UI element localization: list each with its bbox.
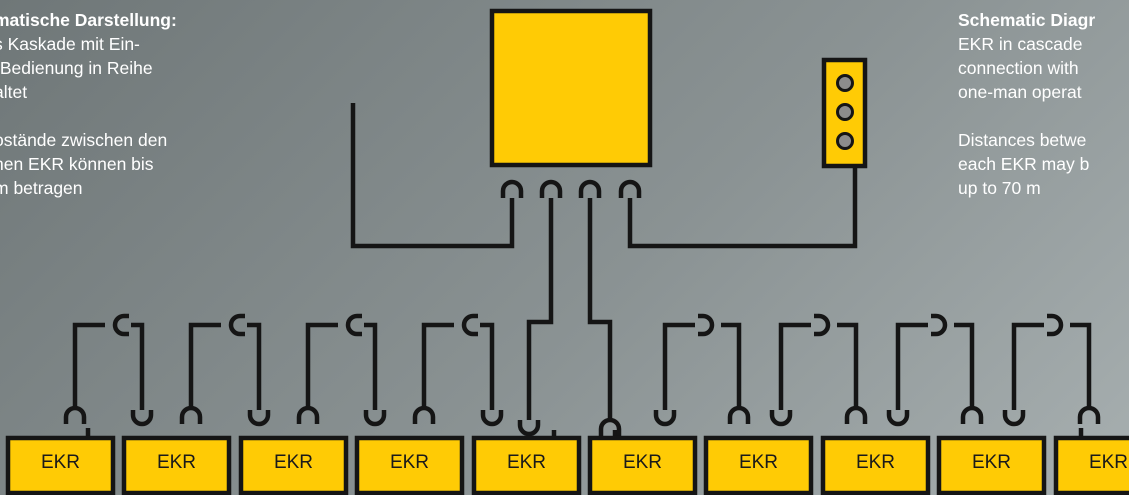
ekr-label: EKR (623, 452, 662, 473)
connector-plug (844, 405, 868, 424)
connectors (63, 179, 1101, 437)
connector-cup (653, 410, 677, 427)
ekr-box (354, 435, 465, 495)
ekr-label: EKR (274, 452, 313, 473)
ekr-label: EKR (157, 452, 196, 473)
german-line: ostände zwischen den (0, 130, 168, 150)
devices: EKR EKR EKR EKR EKR EKR EKR EKR EKR EKR (5, 8, 1129, 495)
ekr-box (703, 435, 814, 495)
connector-plug (727, 405, 751, 424)
connector-cup (130, 410, 154, 427)
connector-mid (698, 313, 715, 337)
connector-cup (1002, 410, 1026, 427)
cascade-wire (662, 322, 695, 410)
german-line: altet (0, 82, 28, 102)
ekr-label: EKR (972, 452, 1011, 473)
connector-plug (500, 179, 524, 198)
german-line: s Kaskade mit Ein- (0, 34, 140, 54)
connector-mid (112, 313, 129, 337)
connector-plug (1077, 405, 1101, 424)
connector-cup (517, 420, 541, 437)
cascade-wire (954, 322, 975, 408)
connector-plug (296, 405, 320, 424)
trunk-right (587, 198, 613, 420)
cascade-wire (421, 322, 454, 408)
cascade-wire (1011, 322, 1044, 410)
english-line: one-man operat (958, 82, 1082, 102)
trunk-left (526, 198, 554, 420)
ekr-label: EKR (1089, 452, 1128, 473)
connector-plug (179, 405, 203, 424)
ekr-box (471, 435, 582, 495)
connector-plug (412, 405, 436, 424)
connector-mid (345, 313, 362, 337)
english-line: up to 70 m (958, 178, 1041, 198)
ekr-label: EKR (41, 452, 80, 473)
connector-plug (63, 405, 87, 424)
ekr-box (5, 435, 116, 495)
connector-plug (598, 417, 622, 436)
connector-plug (960, 405, 984, 424)
cascade-wire (721, 322, 742, 408)
german-line: m betragen (0, 178, 83, 198)
cascade-wire (895, 322, 928, 410)
text-block-german: matische Darstellung: s Kaskade mit Ein-… (0, 8, 244, 200)
german-line: -Bedienung in Reihe (0, 58, 153, 78)
cascade-wire (1070, 322, 1092, 408)
cascade-wire (305, 322, 338, 408)
signal-lamp (836, 132, 854, 150)
connector-mid (931, 313, 948, 337)
ekr-box (936, 435, 1047, 495)
english-line: connection with (958, 58, 1079, 78)
ekr-box (820, 435, 931, 495)
cascade-wire (188, 322, 221, 408)
cascade-wire (480, 322, 495, 410)
cascade-wire (72, 322, 105, 408)
ekr-label: EKR (856, 452, 895, 473)
text-block-english: Schematic Diagr EKR in cascade connectio… (958, 8, 1129, 200)
cascade-wire (364, 322, 378, 410)
ekr-box (1053, 435, 1129, 495)
connector-plug (618, 179, 642, 198)
connector-cup (769, 410, 793, 427)
connector-cup (886, 410, 910, 427)
cascade-wire (837, 322, 859, 408)
german-title: matische Darstellung: (0, 10, 177, 30)
signal-lamp (836, 103, 854, 121)
connector-plug (539, 179, 563, 198)
english-line: each EKR may b (958, 154, 1090, 174)
connector-mid (1047, 313, 1064, 337)
ekr-label: EKR (507, 452, 546, 473)
connector-mid (461, 313, 478, 337)
connector-cup (363, 410, 387, 427)
cable-left (350, 103, 515, 249)
cascade-wire (247, 322, 262, 410)
wiring (72, 103, 1092, 438)
cascade-wire (131, 322, 145, 410)
connector-cup (247, 410, 271, 427)
cascade-wire (778, 322, 811, 410)
german-line: nen EKR können bis (0, 154, 154, 174)
english-title: Schematic Diagr (958, 10, 1096, 30)
connector-mid (228, 313, 245, 337)
english-line: EKR in cascade (958, 34, 1083, 54)
ekr-box (587, 435, 698, 495)
ekr-label: EKR (390, 452, 429, 473)
ekr-label: EKR (739, 452, 778, 473)
connector-cup (480, 410, 504, 427)
connector-mid (814, 313, 831, 337)
ekr-box (121, 435, 232, 495)
main-control-box (489, 8, 653, 168)
ekr-box (238, 435, 349, 495)
cable-signal (627, 165, 858, 249)
connector-plug (578, 179, 602, 198)
english-line: Distances betwe (958, 130, 1087, 150)
signal-lamp (836, 74, 854, 92)
